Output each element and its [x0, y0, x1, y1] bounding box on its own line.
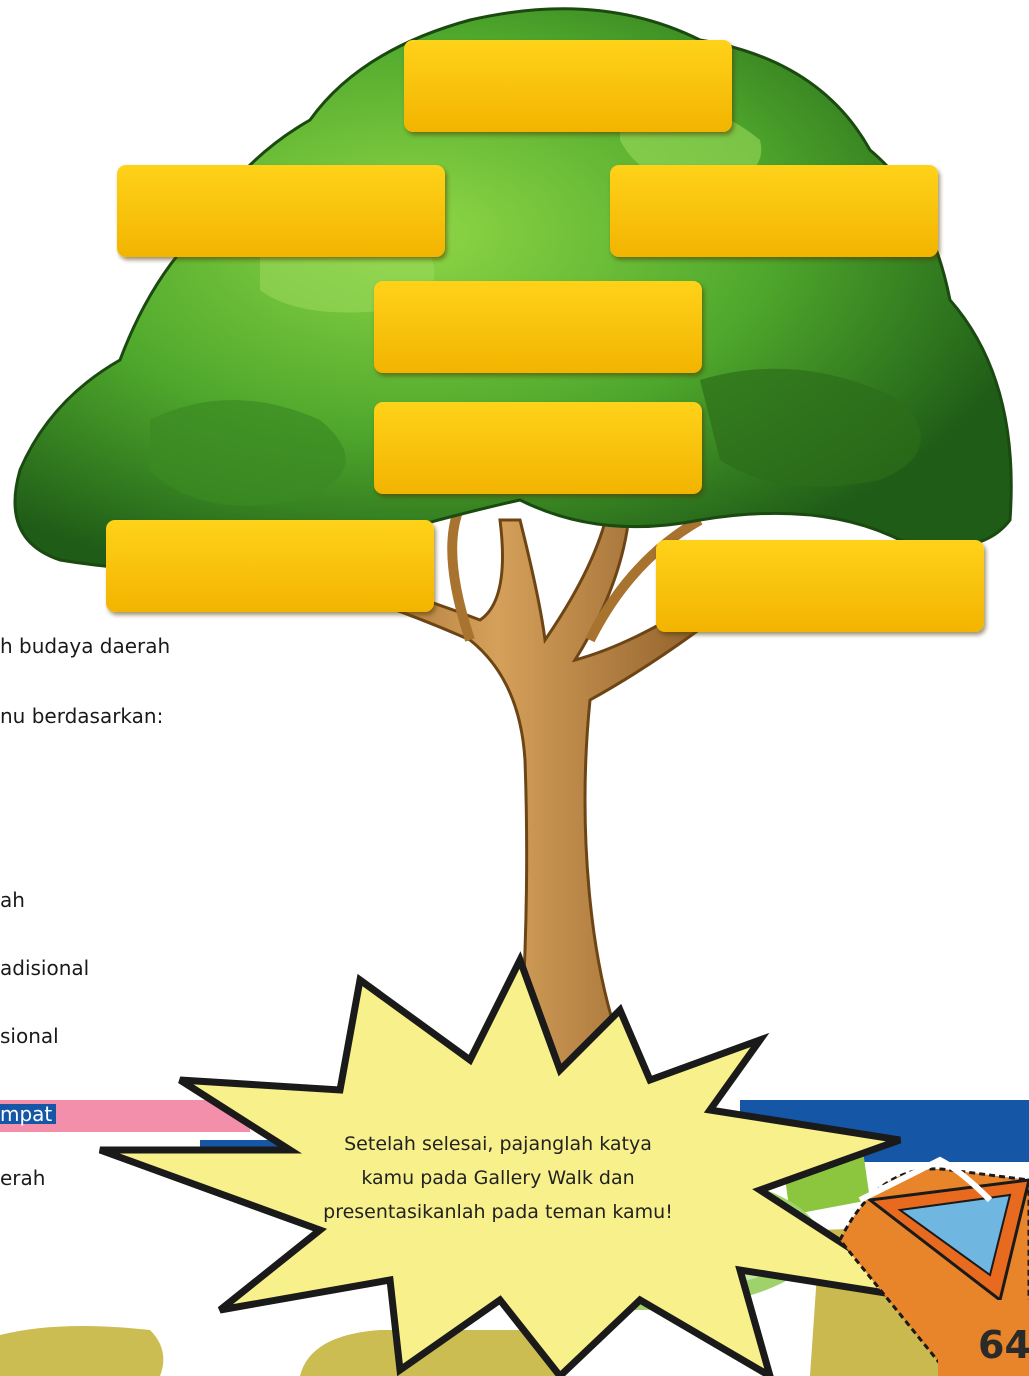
tree-label-box-middle-upper[interactable]	[374, 281, 702, 373]
text-line-4: adisional	[0, 956, 90, 980]
tree-label-box-top[interactable]	[404, 40, 732, 132]
tree-label-box-right[interactable]	[610, 165, 938, 257]
text-line-3: ah	[0, 888, 25, 912]
callout-text: Setelah selesai, pajanglah katya kamu pa…	[323, 1133, 673, 1223]
text-line-6: mpat	[0, 1104, 57, 1124]
tree-label-box-left[interactable]	[117, 165, 445, 257]
callout-burst	[98, 951, 932, 1376]
text-line-2: nu berdasarkan:	[0, 704, 164, 728]
page-number: 64	[978, 1323, 1029, 1367]
text-line-5: sional	[0, 1024, 59, 1048]
tree-label-box-middle-lower[interactable]	[374, 402, 702, 494]
tree-label-box-bottom-left[interactable]	[106, 520, 434, 612]
text-line-1: h budaya daerah	[0, 634, 171, 658]
text-line-7: erah	[0, 1166, 46, 1190]
tree-label-box-bottom-right[interactable]	[656, 540, 984, 632]
